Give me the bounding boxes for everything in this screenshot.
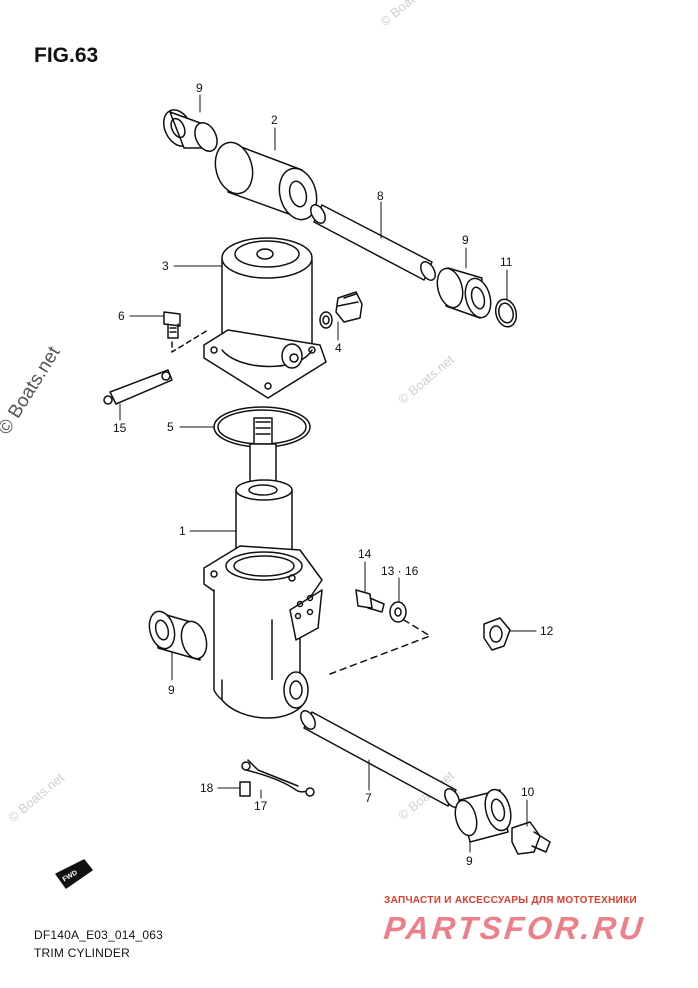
figure-code: DF140A_E03_014_063 [34,928,164,942]
callout-12: 12 [540,624,554,638]
callout-18: 18 [200,781,214,795]
callout-7: 7 [365,791,372,805]
callout-14: 14 [358,547,372,561]
part-11-snap-ring [494,298,518,328]
brand-logo: PARTSFOR.RU [382,910,648,946]
part-13-16-washer [389,601,407,623]
part-9-bushing-lower-left [148,610,208,661]
part-3-cylinder-cap [203,237,327,399]
fwd-arrow-badge: FWD [55,859,93,889]
callout-labels: 9 2 8 9 11 3 6 4 15 5 1 14 13 · 16 12 9 … [113,81,554,868]
callout-17: 17 [254,799,268,813]
part-8-pin [310,204,436,281]
part-10-bolt [511,821,551,855]
part-12-clamp [483,617,511,651]
figure-caption: TRIM CYLINDER [34,946,130,960]
part-9-bushing-right [436,267,492,319]
leader-6-dashed [171,329,209,353]
figure-title: FIG.63 [34,44,99,67]
part-9-bushing-top [162,109,218,152]
callout-9-top: 9 [196,81,203,95]
callout-1: 1 [179,524,186,538]
callout-13-16: 13 · 16 [381,564,419,578]
callout-8: 8 [377,189,384,203]
callout-9-lower-right: 9 [466,854,473,868]
leader-dashed-14 [329,619,431,675]
callout-9-right: 9 [462,233,469,247]
part-6-bolt [163,311,181,339]
callout-3: 3 [162,259,169,273]
promo-tagline: ЗАПЧАСТИ И АКСЕССУАРЫ ДЛЯ МОТОТЕХНИКИ [384,895,637,906]
callout-4: 4 [335,341,342,355]
part-17-ground-wire [241,759,315,797]
leader-lines [119,94,537,853]
callout-15: 15 [113,421,127,435]
part-14-bolt [355,589,385,613]
callout-11: 11 [500,255,513,269]
part-4-fitting [319,291,363,329]
callout-6: 6 [118,309,125,323]
callout-9-lower-left: 9 [168,683,175,697]
callout-10: 10 [521,785,535,799]
part-7-pin [300,710,460,808]
part-9-bushing-lower-right [454,788,512,843]
part-15-clip [103,369,173,405]
callout-5: 5 [167,420,174,434]
part-2-sleeve [214,141,318,221]
callout-2: 2 [271,113,278,127]
part-18-screw [239,781,251,797]
part-1-trim-cylinder [203,417,323,719]
